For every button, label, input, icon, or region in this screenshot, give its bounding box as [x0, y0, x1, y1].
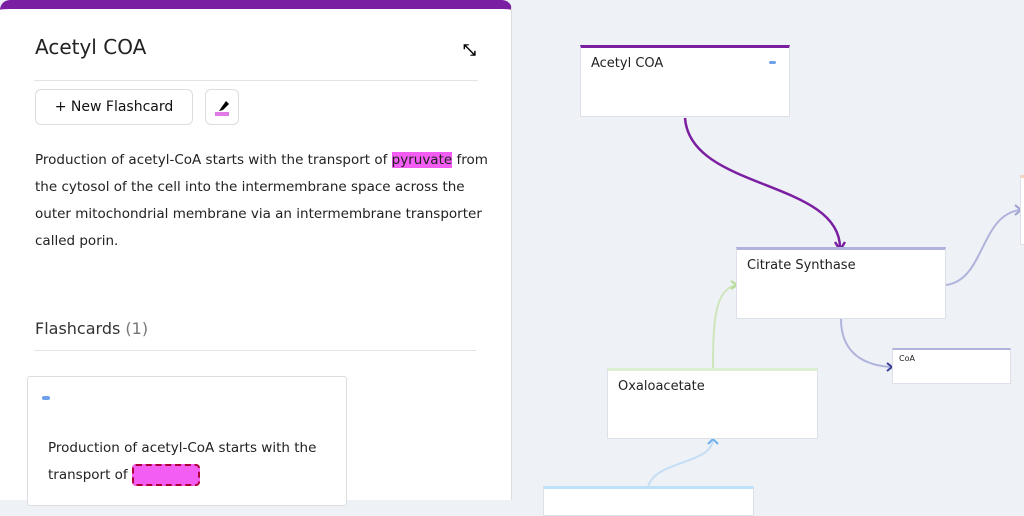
edge-acetyl-citrate	[683, 117, 842, 249]
node-acetyl-coa[interactable]: Acetyl COA	[580, 45, 790, 117]
node-label: CoA	[899, 354, 915, 363]
highlighted-term[interactable]: pyruvate	[391, 152, 453, 168]
node-bottom[interactable]	[543, 486, 754, 516]
edge-layer	[647, 117, 1023, 488]
flashcard-text: Production of acetyl-CoA starts with the…	[48, 435, 338, 489]
edge-citrate-right	[945, 209, 1021, 286]
edge-oxalo-citrate	[712, 284, 737, 369]
panel-title: Acetyl COA	[35, 35, 147, 59]
edge-citrate-coa	[840, 318, 892, 368]
flashcards-heading: Flashcards (1)	[35, 319, 149, 338]
description-text: Production of acetyl-CoA starts with the…	[35, 152, 488, 249]
node-right-offscreen[interactable]	[1020, 175, 1024, 245]
collapse-icon[interactable]: ⤡	[463, 40, 476, 59]
cloze-blank[interactable]	[131, 464, 200, 486]
detail-panel: Acetyl COA ⤡ + New Flashcard Production …	[0, 0, 512, 506]
divider	[34, 80, 478, 81]
node-label: Oxaloacetate	[618, 379, 705, 394]
flashcards-count: (1)	[125, 319, 149, 338]
node-label: Citrate Synthase	[747, 258, 856, 273]
divider	[34, 350, 476, 351]
collapse-indicator[interactable]	[769, 61, 776, 64]
node-coa[interactable]: CoA	[892, 348, 1011, 384]
node-citrate-synthase[interactable]: Citrate Synthase	[736, 247, 946, 319]
flashcard[interactable]: Production of acetyl-CoA starts with the…	[27, 376, 347, 506]
new-flashcard-button[interactable]: + New Flashcard	[35, 89, 193, 125]
node-oxaloacetate[interactable]: Oxaloacetate	[607, 368, 818, 439]
node-label: Acetyl COA	[591, 56, 664, 71]
card-indicator	[42, 396, 50, 400]
edge-bottom-oxalo	[647, 439, 714, 488]
highlighter-icon	[215, 101, 229, 116]
highlighter-button[interactable]	[205, 89, 239, 125]
